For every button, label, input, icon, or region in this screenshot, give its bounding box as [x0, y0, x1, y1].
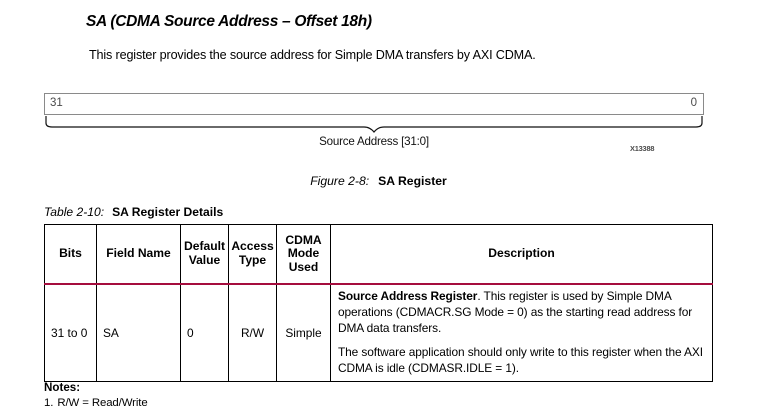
column-header-access-type-line2: Type [238, 253, 267, 267]
column-header-field-name-label: Field Name [106, 246, 171, 261]
note-item-number: 1. [44, 397, 54, 409]
figure-caption-number: Figure 2-8: [310, 174, 370, 188]
register-details-table: Bits Field Name Default Value Access Typ… [44, 224, 713, 383]
column-header-bits-label: Bits [59, 246, 82, 261]
field-brace [44, 115, 704, 133]
description-paragraph-1-text: . This register is used by Simple DMA op… [338, 289, 693, 335]
register-field-diagram: 31 0 Source Address [31:0] [44, 93, 704, 148]
table-caption-number: Table 2-10: [44, 205, 105, 219]
column-header-cdma-mode-line3: Used [288, 259, 319, 274]
table-header-row: Bits Field Name Default Value Access Typ… [44, 224, 713, 285]
page-title: SA (CDMA Source Address – Offset 18h) [86, 13, 372, 30]
cell-default-value: 0 [180, 284, 229, 383]
column-header-cdma-mode-line1: CDMA [285, 232, 322, 247]
description-bold-lead: Source Address Register [338, 289, 478, 303]
description-paragraph-1: Source Address Register. This register i… [338, 289, 704, 336]
column-header-access-type: Access Type [228, 224, 277, 285]
figure-id-label: X13388 [630, 144, 655, 153]
column-header-default-value-line1: Default [184, 239, 225, 254]
description-paragraph-2: The software application should only wri… [338, 345, 703, 376]
table-caption-title: SA Register Details [112, 205, 224, 219]
column-header-default-value-line2: Value [188, 253, 221, 267]
note-item: 1.R/W = Read/Write [44, 397, 148, 409]
column-header-cdma-mode-line2: Mode [287, 246, 320, 261]
column-header-field-name: Field Name [96, 224, 181, 285]
msb-bit-label: 31 [50, 97, 63, 109]
cell-access-type: R/W [228, 284, 277, 383]
cell-description: Source Address Register. This register i… [330, 284, 713, 383]
column-header-default-value: Default Value [180, 224, 229, 285]
column-header-cdma-mode-used: CDMA Mode Used [276, 224, 331, 285]
figure-caption: Figure 2-8: SA Register [0, 174, 757, 188]
table-caption: Table 2-10: SA Register Details [44, 205, 223, 219]
lsb-bit-label: 0 [690, 97, 697, 109]
intro-paragraph: This register provides the source addres… [89, 48, 536, 62]
notes-block: Notes: 1.R/W = Read/Write [44, 381, 148, 409]
table-row: 31 to 0 SA 0 R/W Simple Source Address R… [44, 284, 713, 383]
register-bit-field-box: 31 0 [44, 93, 704, 115]
cell-field-name: SA [96, 284, 181, 383]
field-caption: Source Address [31:0] [319, 135, 429, 148]
column-header-access-type-line1: Access [231, 239, 274, 254]
note-item-text: R/W = Read/Write [57, 397, 148, 409]
column-header-description: Description [330, 224, 713, 285]
cell-cdma-mode-used: Simple [276, 284, 331, 383]
column-header-bits: Bits [44, 224, 97, 285]
figure-caption-title: SA Register [378, 174, 447, 188]
notes-title: Notes: [44, 381, 81, 394]
cell-bits: 31 to 0 [44, 284, 97, 383]
column-header-description-label: Description [488, 246, 555, 261]
